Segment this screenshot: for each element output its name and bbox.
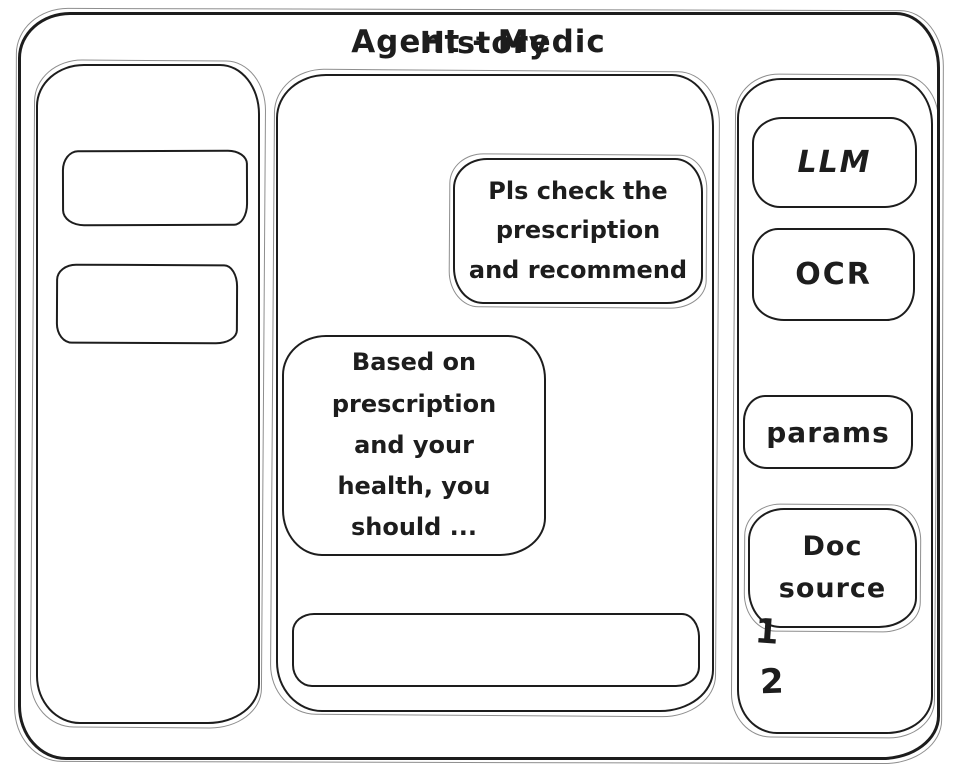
- chat-input[interactable]: [292, 613, 700, 687]
- doc-source-item-1: 1: [753, 611, 781, 653]
- history-title: History: [419, 26, 550, 61]
- ocr-button[interactable]: OCR: [752, 228, 915, 321]
- assistant-message-bubble: Based on prescription and your health, y…: [282, 335, 546, 556]
- history-item[interactable]: [55, 263, 239, 345]
- user-message-bubble: Pls check the prescription and recommend: [453, 158, 703, 304]
- params-button[interactable]: params: [743, 395, 913, 469]
- assistant-message-text: Based on prescription and your health, y…: [331, 348, 497, 542]
- chat-title: Agent - Medic: [351, 24, 606, 60]
- doc-source-button[interactable]: Doc source: [748, 508, 917, 628]
- history-item[interactable]: [61, 149, 249, 227]
- llm-button[interactable]: LLM: [752, 117, 917, 208]
- user-message-text: Pls check the prescription and recommend: [468, 176, 688, 284]
- doc-source-item-2: 2: [759, 661, 785, 703]
